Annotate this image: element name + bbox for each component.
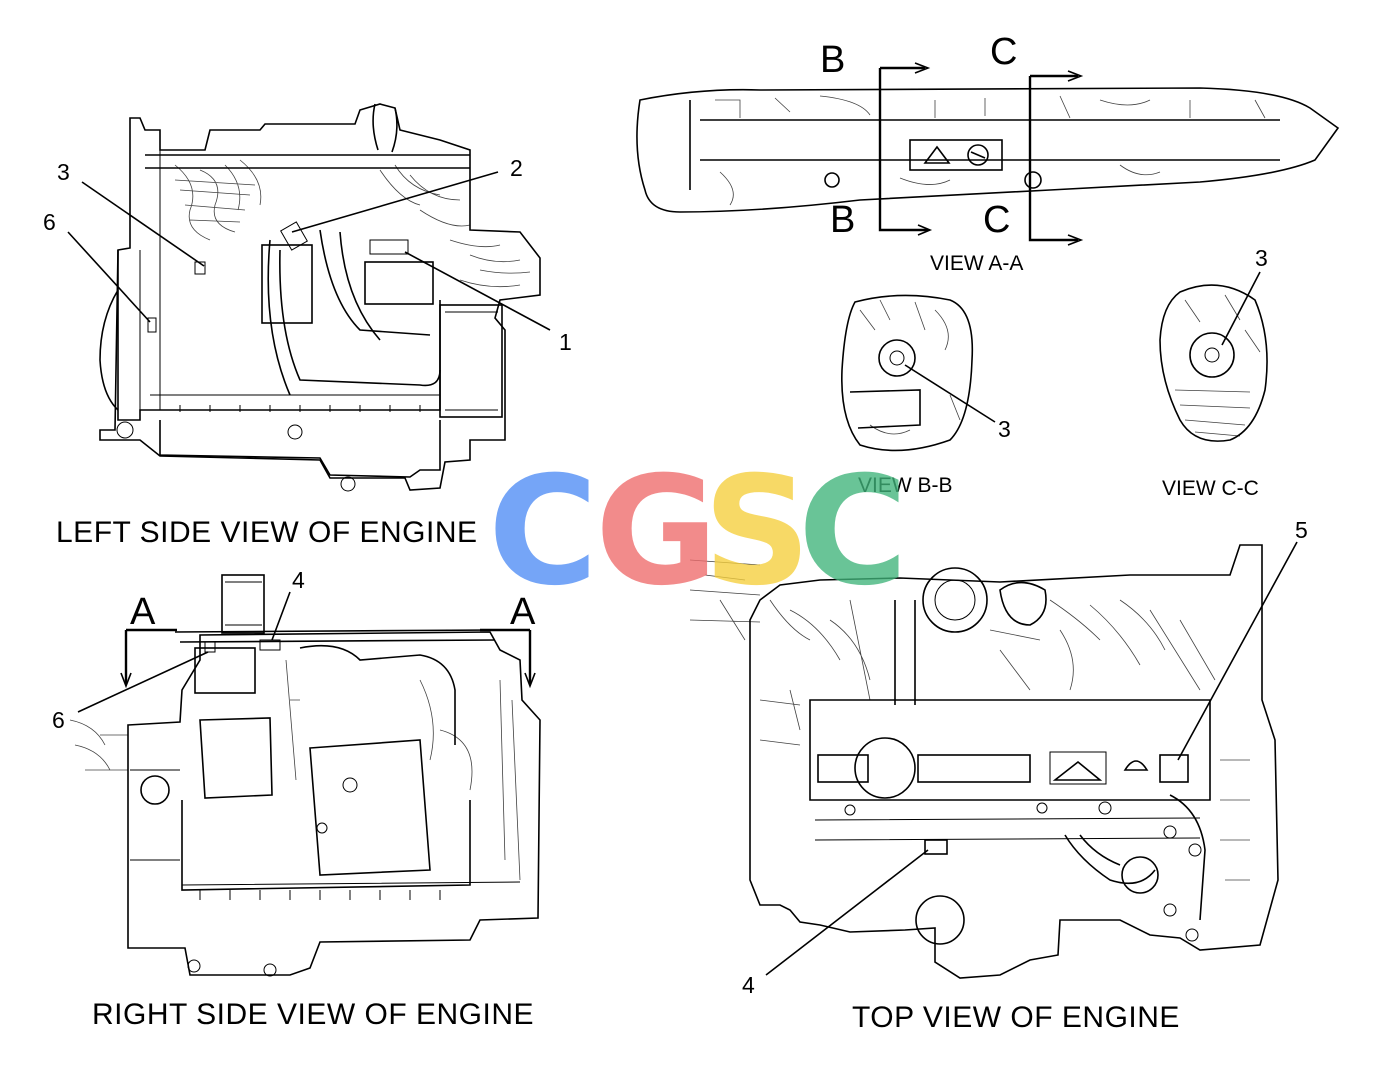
right-side-leader-6 bbox=[77, 651, 209, 713]
section-marker-c-bottom: C bbox=[983, 199, 1010, 241]
view-bb-drawing bbox=[841, 294, 974, 452]
watermark-letter-1: C bbox=[488, 445, 598, 619]
top-callout-4: 4 bbox=[742, 972, 755, 998]
top-view-drawing bbox=[689, 544, 1279, 979]
section-marker-b-top: B bbox=[820, 39, 845, 81]
top-view-leader-4 bbox=[765, 849, 929, 976]
view-cc-callout-3: 3 bbox=[1255, 245, 1268, 271]
section-marker-c-top: C bbox=[990, 31, 1017, 73]
section-marker-b-bottom: B bbox=[830, 199, 855, 241]
left-side-leaders bbox=[67, 171, 551, 331]
right-callout-6: 6 bbox=[52, 707, 65, 733]
view-bb-leader bbox=[904, 364, 996, 423]
right-side-view-drawing bbox=[69, 574, 541, 977]
section-marker-a-left: A bbox=[130, 591, 156, 633]
watermark-letter-3: S bbox=[703, 445, 811, 619]
left-callout-3: 3 bbox=[57, 159, 70, 185]
right-callout-4: 4 bbox=[292, 567, 305, 593]
watermark-letter-4: C bbox=[798, 445, 908, 619]
top-view-caption: TOP VIEW OF ENGINE bbox=[852, 1001, 1180, 1034]
left-callout-1: 1 bbox=[559, 329, 572, 355]
cgsc-watermark: C G S C bbox=[488, 445, 908, 619]
top-view-leader-5 bbox=[1177, 541, 1298, 761]
view-bb-caption: VIEW B-B bbox=[858, 474, 953, 497]
view-aa-drawing bbox=[636, 62, 1340, 246]
view-cc-caption: VIEW C-C bbox=[1162, 477, 1259, 500]
left-side-view-caption: LEFT SIDE VIEW OF ENGINE bbox=[56, 516, 478, 549]
left-callout-2: 2 bbox=[510, 155, 523, 181]
left-side-view-drawing bbox=[99, 103, 541, 492]
left-callout-6: 6 bbox=[43, 209, 56, 235]
top-callout-5: 5 bbox=[1295, 517, 1308, 543]
section-marker-a-right: A bbox=[510, 591, 536, 633]
view-aa-caption: VIEW A-A bbox=[930, 252, 1023, 275]
right-side-view-caption: RIGHT SIDE VIEW OF ENGINE bbox=[92, 998, 534, 1031]
view-cc-drawing bbox=[1159, 284, 1268, 442]
right-side-leader-4 bbox=[271, 591, 291, 641]
view-bb-callout-3: 3 bbox=[998, 416, 1011, 442]
watermark-letter-2: G bbox=[595, 445, 718, 619]
view-cc-leader bbox=[1221, 271, 1261, 346]
